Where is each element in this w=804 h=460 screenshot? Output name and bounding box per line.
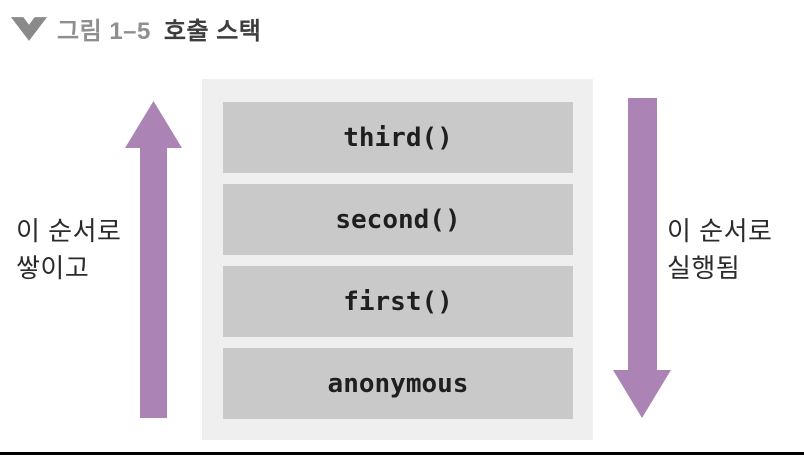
stack-frame-anonymous: anonymous xyxy=(223,348,573,419)
right-annotation-line2: 실행됨 xyxy=(667,253,741,283)
down-arrow-shape xyxy=(613,98,671,418)
figure-title: 호출 스택 xyxy=(163,18,262,45)
figure-caption: 그림 1–5 호출 스택 xyxy=(10,11,261,46)
left-annotation: 이 순서로 쌓이고 xyxy=(16,213,121,287)
up-arrow-icon xyxy=(125,101,182,418)
bottom-divider xyxy=(0,452,804,455)
left-annotation-line2: 쌓이고 xyxy=(16,253,90,283)
right-annotation-line1: 이 순서로 xyxy=(667,216,773,246)
down-arrow-icon xyxy=(613,98,671,418)
figure-number: 그림 1–5 xyxy=(57,18,151,45)
up-arrow-shape xyxy=(125,101,182,418)
right-annotation: 이 순서로 실행됨 xyxy=(667,213,772,287)
chevron-down-shape xyxy=(10,16,48,41)
stack-frame-second: second() xyxy=(223,184,573,255)
stack-frame-third: third() xyxy=(223,102,573,173)
stack-frame-first: first() xyxy=(223,266,573,337)
chevron-down-icon xyxy=(10,16,48,41)
left-annotation-line1: 이 순서로 xyxy=(16,216,122,246)
call-stack-panel: third() second() first() anonymous xyxy=(202,79,593,440)
